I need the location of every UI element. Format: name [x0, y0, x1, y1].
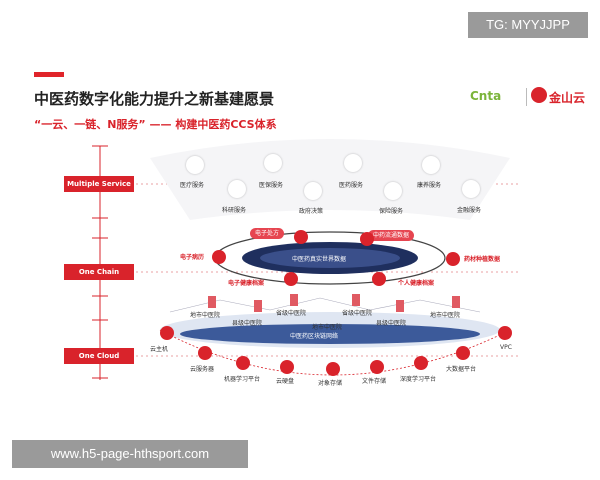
chain-center-label: 中医药真实世界数据	[292, 256, 347, 263]
vpc-icon	[498, 326, 512, 340]
watermark-tag: TG: MYYJJPP	[468, 12, 588, 38]
chain-item-ehr: 电子健康档案	[228, 280, 265, 287]
service-label: 康养服务	[417, 182, 442, 189]
pharma-service-icon	[344, 154, 362, 172]
hospital-building-icon	[396, 300, 404, 312]
chain-item-cultivation: 药材种植数据	[464, 256, 501, 263]
cultivation-icon	[446, 252, 460, 266]
insurance-service-icon	[264, 154, 282, 172]
hospital-label: 县级中医院	[376, 320, 407, 327]
finance-service-icon	[462, 180, 480, 198]
tag-one-chain: One Chain	[64, 264, 134, 280]
bigdata-platform-icon	[456, 346, 470, 360]
cloud-item-label: 云硬盘	[276, 378, 295, 385]
cloud-server-icon	[198, 346, 212, 360]
chain-item-eprescription: 电子处方	[250, 228, 285, 239]
hospital-building-icon	[254, 300, 262, 312]
chain-core-inner	[260, 248, 400, 268]
tag-one-cloud: One Cloud	[64, 348, 134, 364]
service-label: 医药服务	[339, 182, 364, 189]
hospital-building-icon	[290, 294, 298, 306]
object-storage-icon	[326, 362, 340, 376]
hospital-label: 省级中医院	[276, 310, 307, 317]
file-storage-icon	[370, 360, 384, 374]
page-subtitle: “一云、一链、N服务” —— 构建中医药CCS体系	[34, 118, 277, 131]
ehr-icon	[284, 272, 298, 286]
cloud-disk-icon	[280, 360, 294, 374]
cloud-item-label: VPC	[500, 344, 512, 351]
personal-record-icon	[372, 272, 386, 286]
network-links	[169, 297, 481, 313]
logo-divider	[526, 88, 527, 106]
hospital-label: 地市中医院	[312, 324, 343, 331]
kingsoft-cloud-logo: 金山云	[549, 91, 586, 105]
chain-item-circulation: 中药流通数据	[368, 230, 415, 241]
hospital-label: 地市中医院	[430, 312, 461, 319]
cloud-item-label: 深度学习平台	[400, 376, 437, 383]
wellness-service-icon	[422, 156, 440, 174]
cloud-item-label: 大数据平台	[446, 366, 477, 373]
dl-platform-icon	[414, 356, 428, 370]
service-label: 保险服务	[379, 208, 404, 215]
cloud-host-icon	[160, 326, 174, 340]
hospital-label: 省级中医院	[342, 310, 373, 317]
cloud-item-label: 机器学习平台	[224, 376, 261, 383]
cloud-item-label: 云主机	[150, 346, 169, 353]
hospital-label: 县级中医院	[232, 320, 263, 327]
accent-bar	[34, 72, 64, 77]
service-label: 医保服务	[259, 182, 284, 189]
network-platform	[180, 324, 480, 344]
page-title: 中医药数字化能力提升之新基建愿景	[34, 90, 275, 108]
cloud-item-label: 云服务器	[190, 366, 215, 373]
hospital-building-icon	[352, 294, 360, 306]
hospital-building-icon	[452, 296, 460, 308]
cloud-item-label: 文件存储	[362, 378, 387, 385]
service-label: 金融服务	[457, 207, 482, 214]
tag-multiple-service: Multiple Service	[64, 176, 134, 192]
insurance-protection-icon	[384, 182, 402, 200]
government-decision-icon	[304, 182, 322, 200]
prescription-icon	[294, 230, 308, 244]
blockchain-network-label: 中医药区块链网络	[290, 333, 339, 340]
research-service-icon	[228, 180, 246, 198]
service-label: 医疗服务	[180, 182, 205, 189]
cnta-logo: Cnta	[470, 89, 502, 103]
service-label: 政府决策	[299, 208, 324, 215]
watermark-url: www.h5-page-hthsport.com	[12, 440, 248, 468]
kingsoft-cloud-icon	[531, 87, 547, 103]
chain-item-emr: 电子病历	[180, 254, 205, 261]
cloud-item-label: 对象存储	[318, 380, 343, 387]
service-fan	[150, 139, 510, 220]
chain-item-personal-record: 个人健康档案	[398, 280, 435, 287]
hospital-building-icon	[208, 296, 216, 308]
circulation-icon	[360, 232, 374, 246]
ml-platform-icon	[236, 356, 250, 370]
emr-icon	[212, 250, 226, 264]
hospital-label: 地市中医院	[190, 312, 221, 319]
medical-service-icon	[186, 156, 204, 174]
service-label: 科研服务	[222, 207, 247, 214]
